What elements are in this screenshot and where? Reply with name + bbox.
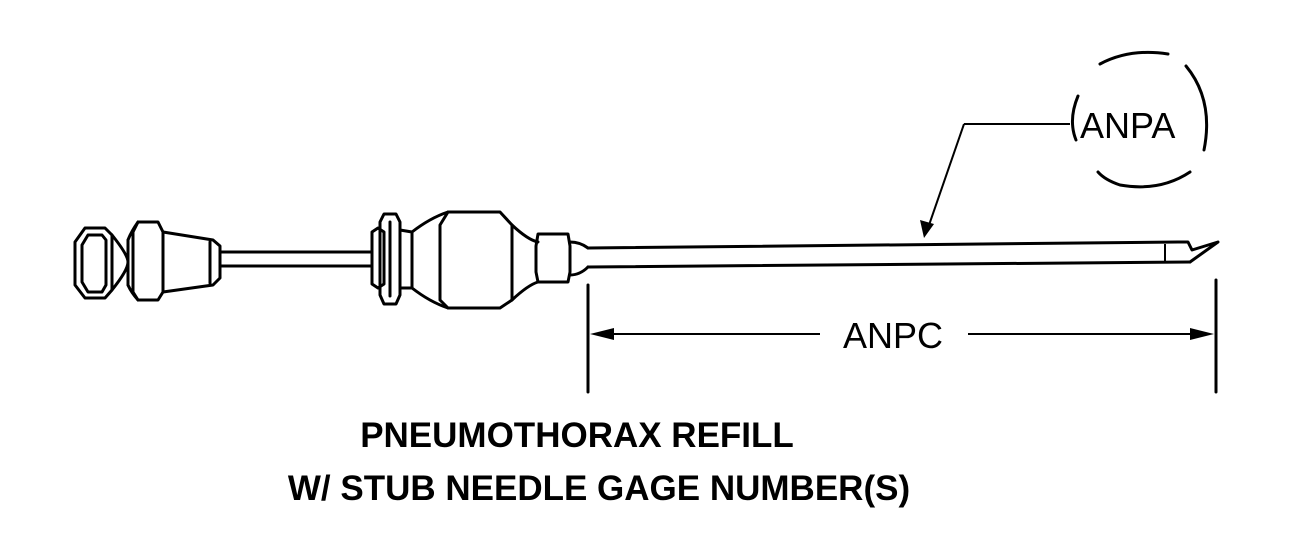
anpc-dimension: ANPC [586, 278, 1218, 394]
caption-line-1: PNEUMOTHORAX REFILL [360, 416, 794, 455]
dimension-arrow-left [590, 328, 614, 340]
anpa-callout: ANPA [920, 50, 1209, 238]
needle-shaft [586, 240, 1220, 269]
callout-arrowhead [920, 220, 934, 238]
needle-hub [370, 210, 590, 310]
anpa-label: ANPA [1080, 105, 1175, 146]
callout-leader-diagonal [927, 123, 965, 229]
dimension-arrow-right [1190, 328, 1214, 340]
left-luer-hub [73, 220, 222, 302]
callout-circle-arc-right [1184, 64, 1209, 152]
connector-shaft [218, 250, 374, 268]
callout-circle-arc-bottom [1096, 170, 1192, 189]
caption: PNEUMOTHORAX REFILL W/ STUB NEEDLE GAGE … [288, 416, 910, 508]
callout-circle-arc-top [1098, 50, 1170, 66]
callout-circle-arc-left [1071, 94, 1080, 142]
caption-line-2: W/ STUB NEEDLE GAGE NUMBER(S) [288, 469, 910, 508]
anpc-label: ANPC [843, 315, 943, 356]
